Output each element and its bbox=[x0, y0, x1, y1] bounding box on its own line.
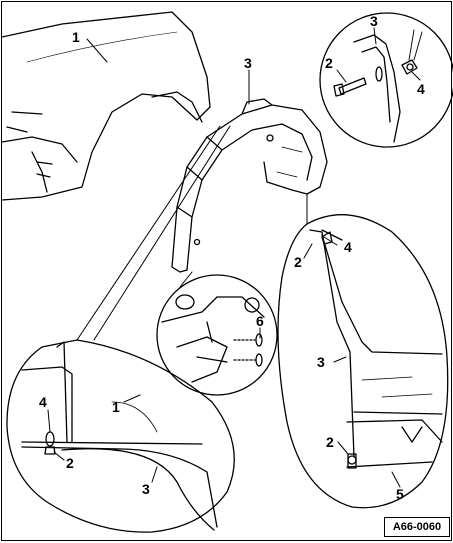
detail-circle-top bbox=[319, 12, 453, 148]
callout-detail-top-2: 2 bbox=[325, 55, 333, 71]
callout-detail-right-5: 5 bbox=[396, 486, 404, 502]
callout-detail-left-3: 3 bbox=[142, 481, 150, 497]
callout-detail-top-4: 4 bbox=[417, 81, 425, 97]
callout-detail-right-3: 3 bbox=[317, 354, 325, 370]
detail-circle-middle bbox=[156, 274, 278, 396]
callout-detail-left-1: 1 bbox=[112, 399, 120, 415]
callout-detail-mid-6: 6 bbox=[256, 313, 264, 329]
callout-detail-right-2b: 2 bbox=[326, 434, 334, 450]
callout-liner-3: 3 bbox=[244, 55, 252, 71]
fender-panel bbox=[2, 11, 211, 201]
callout-fender-1: 1 bbox=[72, 29, 80, 45]
detail-oval-right bbox=[277, 214, 449, 509]
wheelhouse-liner bbox=[171, 98, 328, 273]
callout-detail-right-2a: 2 bbox=[294, 254, 302, 270]
detail-connector-lines bbox=[76, 125, 308, 341]
detail-oval-left bbox=[6, 339, 235, 533]
callout-detail-left-4: 4 bbox=[39, 394, 47, 410]
callout-detail-top-3: 3 bbox=[370, 13, 378, 29]
leader-lines bbox=[47, 27, 421, 488]
callout-detail-left-2: 2 bbox=[66, 455, 74, 471]
figure-reference-code: A66-0060 bbox=[384, 517, 450, 537]
callout-detail-right-4: 4 bbox=[344, 239, 352, 255]
